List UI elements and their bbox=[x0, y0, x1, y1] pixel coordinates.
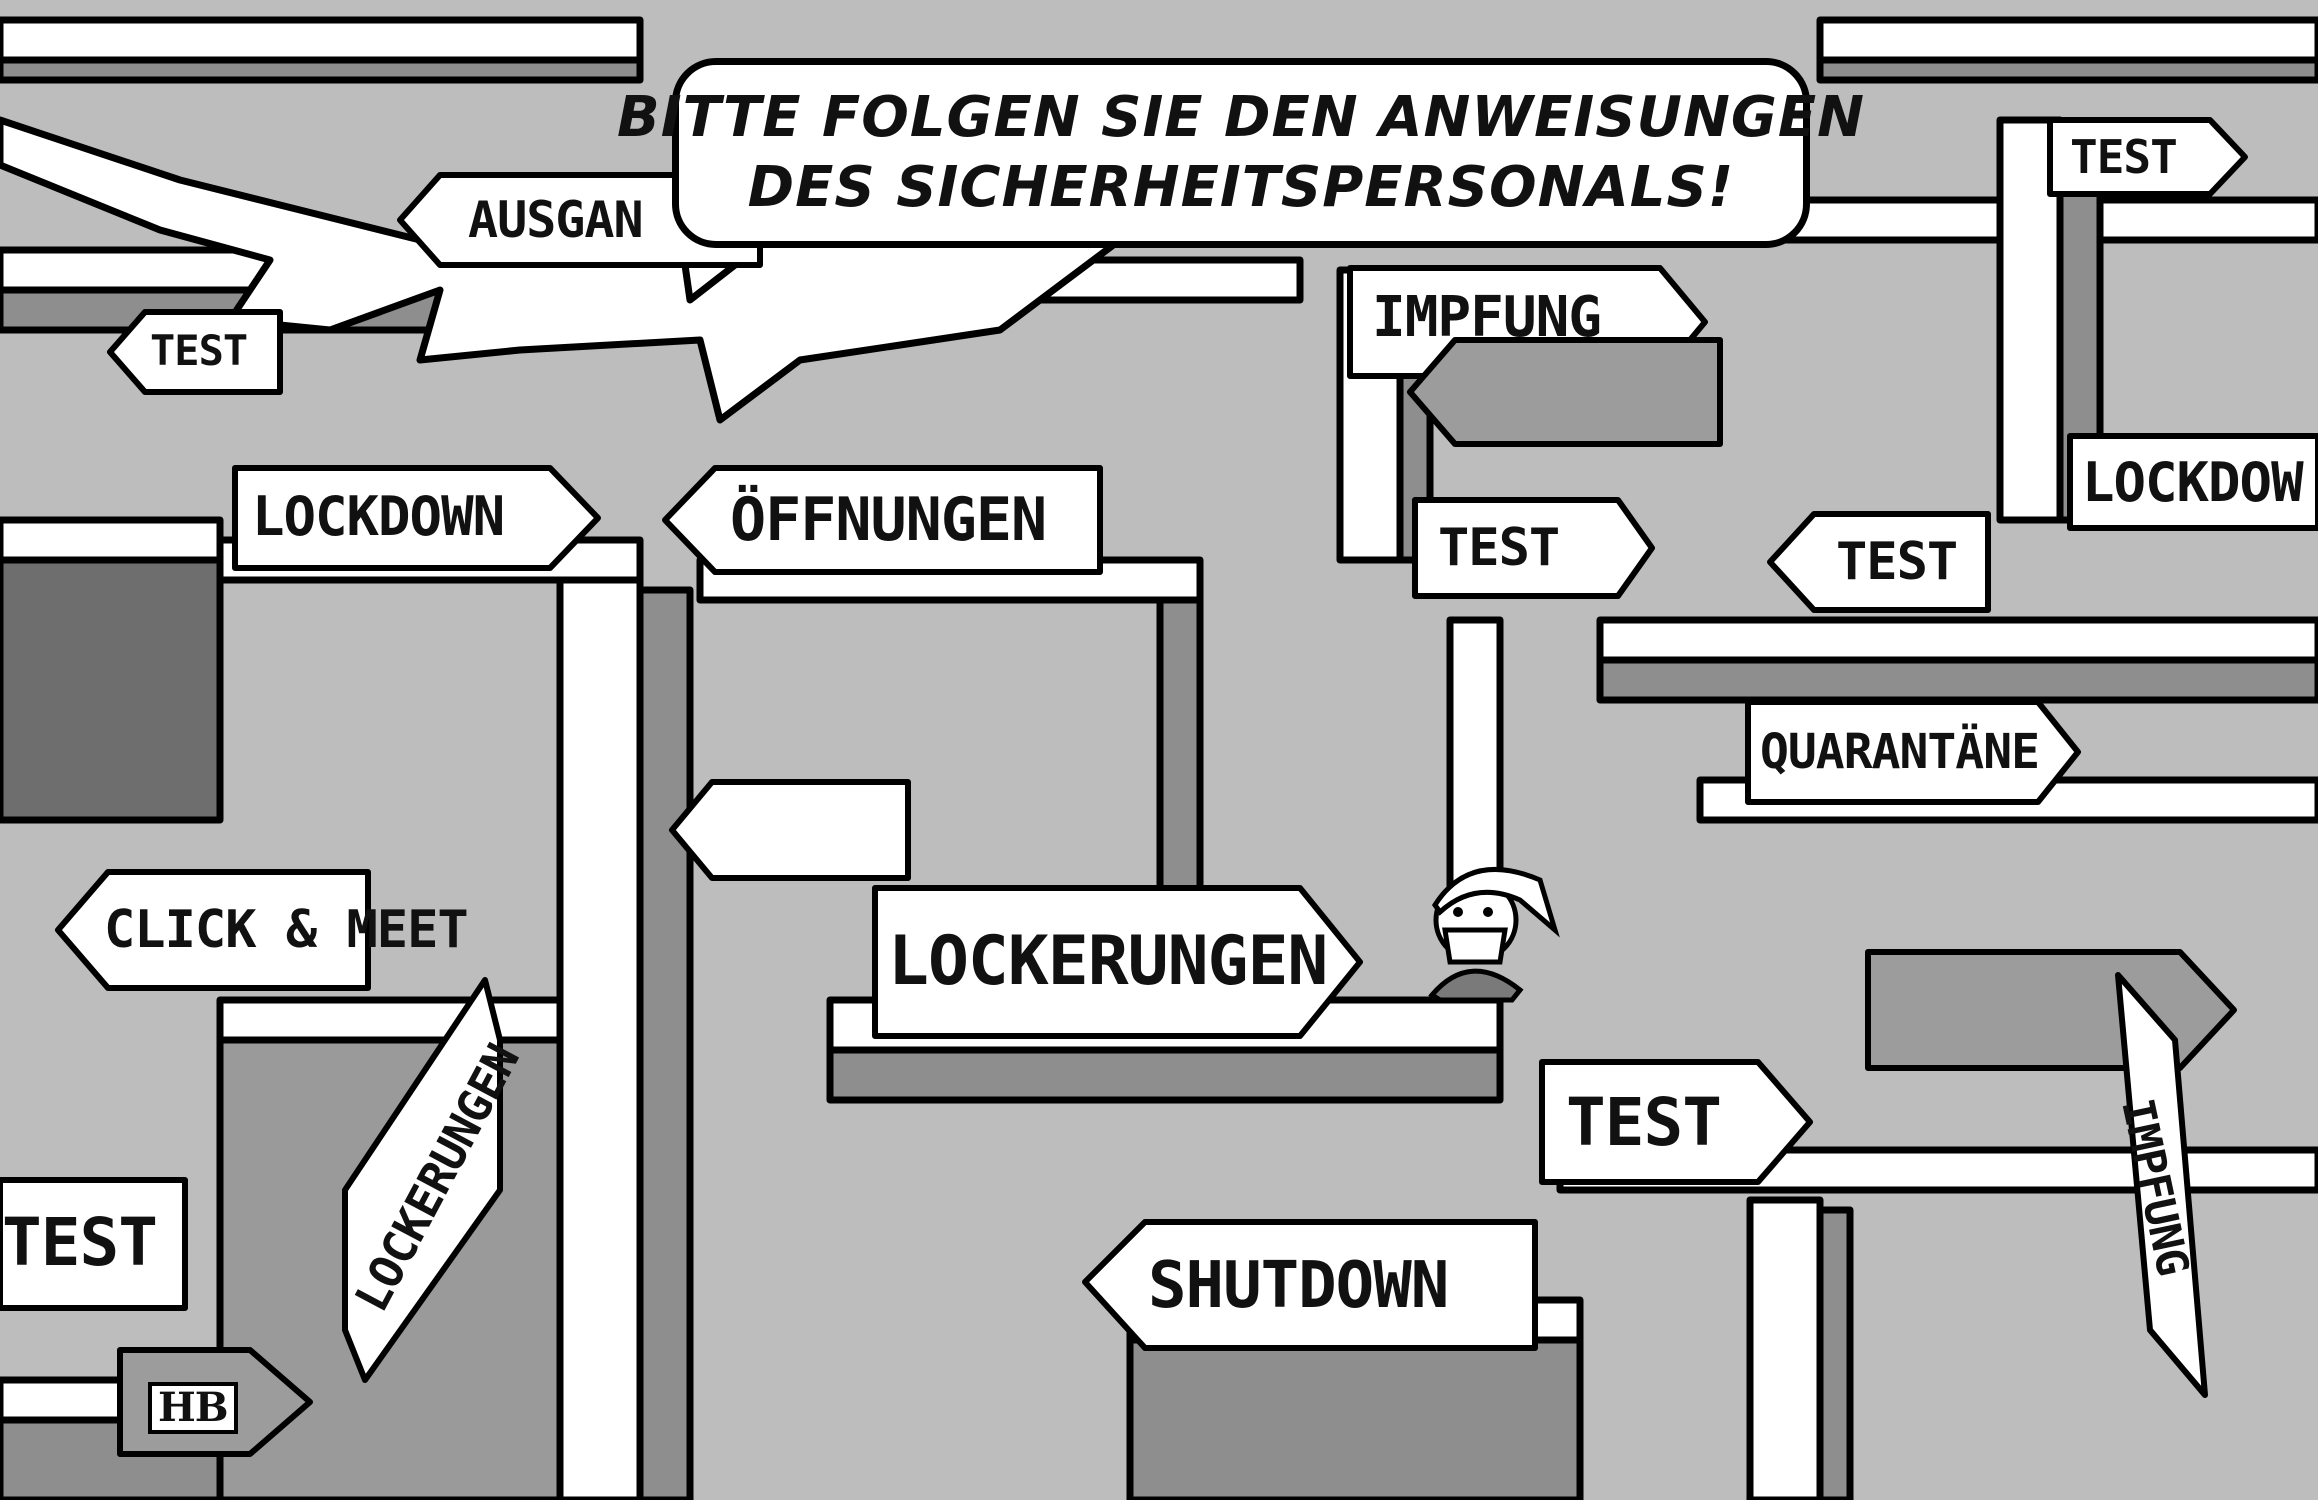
sign-lockdown-left-shape bbox=[232, 465, 601, 571]
maze-wanderer-figure bbox=[1428, 866, 1560, 1003]
sign-test-center: TEST bbox=[1438, 518, 1560, 578]
sign-test-top-right-shape bbox=[2047, 117, 2248, 197]
sign-test-lower-left: TEST bbox=[2, 1204, 158, 1281]
sign-test-top-left-shape bbox=[107, 309, 283, 395]
sign-oeffnungen: ÖFFNUNGEN bbox=[730, 485, 1047, 555]
sign-test-top-right: TEST bbox=[2070, 130, 2178, 184]
sign-shutdown: SHUTDOWN bbox=[1148, 1249, 1449, 1323]
signs bbox=[0, 117, 2318, 1457]
artist-signature: HB bbox=[148, 1382, 238, 1434]
sign-click-meet-shape bbox=[55, 869, 371, 991]
sign-lockerungen-center-shape bbox=[872, 885, 1363, 1039]
sign-lockdown-left: LOCKDOWN bbox=[252, 485, 505, 548]
sign-quarantaene: QUARANTÄNE bbox=[1760, 724, 2040, 780]
speech-line-1: BITTE FOLGEN SIE DEN ANWEISUNGEN bbox=[617, 85, 1865, 150]
sign-test-center-right-shape bbox=[1767, 511, 1991, 613]
sign-blank-right-shape bbox=[1865, 949, 2237, 1071]
speech-line-2: DES SICHERHEITSPERSONALS! bbox=[747, 155, 1735, 220]
sign-oeffnungen-shape bbox=[662, 465, 1103, 575]
sign-lockdown-right: LOCKDOW bbox=[2082, 451, 2304, 514]
sign-test-lower-center-shape bbox=[1539, 1059, 1813, 1185]
sign-blank-top-shape bbox=[1407, 337, 1723, 447]
sign-blank-mid-shape bbox=[669, 779, 911, 881]
speech-bubble: BITTE FOLGEN SIE DEN ANWEISUNGEN DES SIC… bbox=[617, 58, 1864, 248]
sign-test-top-left: TEST bbox=[150, 326, 248, 375]
sign-impfung-top: IMPFUNG bbox=[1372, 285, 1602, 350]
sign-test-center-right: TEST bbox=[1836, 532, 1958, 592]
sign-test-lower-left-shape bbox=[0, 1177, 188, 1311]
sign-lockerungen-center: LOCKERUNGEN bbox=[888, 922, 1328, 1001]
sign-lockerungen-vertical-shape bbox=[342, 977, 503, 1383]
sign-quarantaene-shape bbox=[1745, 699, 2081, 805]
sign-ausgang: AUSGAN bbox=[468, 191, 644, 249]
sign-impfung-vertical-shape bbox=[2115, 972, 2208, 1398]
sign-shutdown-shape bbox=[1082, 1219, 1538, 1351]
sign-test-lower-center: TEST bbox=[1566, 1084, 1722, 1161]
sign-lockdown-right-shape bbox=[2067, 433, 2318, 531]
sign-click-meet: CLICK & MEET bbox=[104, 900, 469, 960]
sign-test-center-shape bbox=[1412, 497, 1655, 599]
